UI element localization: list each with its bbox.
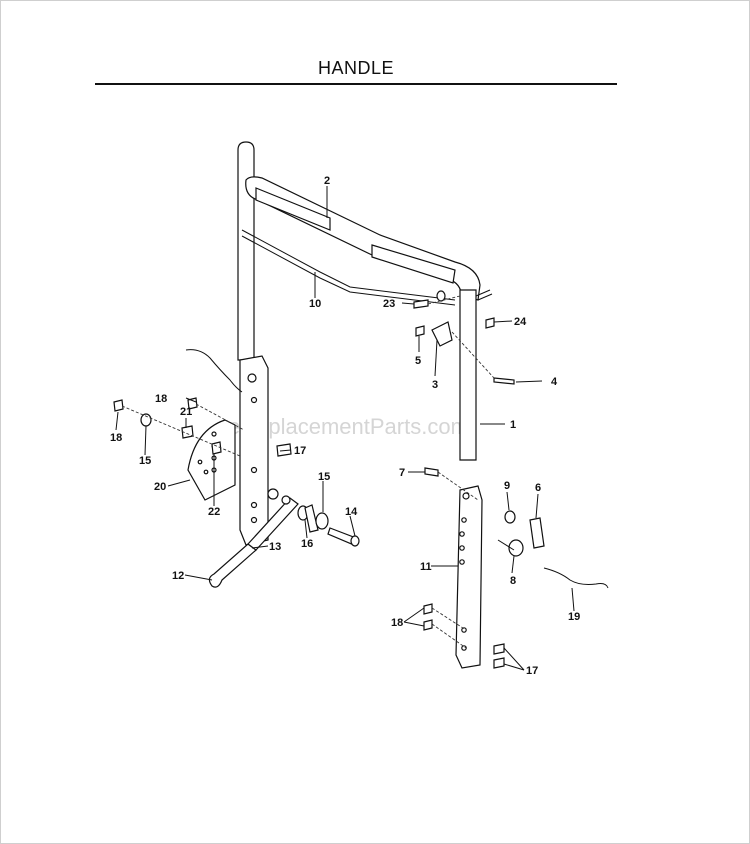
callout-17a: 17	[294, 445, 306, 457]
callout-22: 22	[208, 506, 220, 518]
callout-23: 23	[383, 298, 395, 310]
callout-15b: 15	[139, 455, 151, 467]
callout-13: 13	[269, 541, 281, 553]
left-cable	[185, 349, 243, 393]
callout-3: 3	[432, 379, 438, 391]
left-side-plate	[239, 355, 269, 546]
callout-16: 16	[301, 538, 313, 550]
callout-18c: 18	[391, 617, 403, 629]
callout-21: 21	[180, 406, 192, 418]
callout-10: 10	[309, 298, 321, 310]
upper-handle	[237, 141, 493, 461]
callout-11: 11	[420, 561, 432, 573]
callout-1: 1	[510, 419, 516, 431]
callout-labels: 1 2 3 4 5 6 7 8 9 10 11 12 13 14 15 15 1…	[110, 175, 580, 677]
callout-20: 20	[154, 481, 166, 493]
title-underline	[95, 83, 617, 85]
callout-7: 7	[399, 467, 405, 479]
right-cable	[543, 567, 609, 589]
callout-24: 24	[514, 316, 527, 328]
lever	[208, 488, 299, 588]
callout-12: 12	[172, 570, 184, 582]
callout-8: 8	[510, 575, 516, 587]
callout-14: 14	[345, 506, 358, 518]
callout-4: 4	[551, 376, 558, 388]
callout-18b: 18	[155, 393, 167, 405]
callout-2: 2	[324, 175, 330, 187]
callout-19: 19	[568, 611, 580, 623]
page-title: HANDLE	[317, 58, 395, 78]
adjustment-plate	[187, 419, 236, 501]
callout-5: 5	[415, 355, 421, 367]
leader-lines	[115, 186, 575, 671]
callout-18a: 18	[110, 432, 122, 444]
callout-6: 6	[535, 482, 541, 494]
right-side-plate	[455, 485, 483, 669]
left-hardware	[113, 397, 292, 457]
callout-17b: 17	[526, 665, 538, 677]
callout-9: 9	[504, 480, 510, 492]
callout-15a: 15	[318, 471, 330, 483]
